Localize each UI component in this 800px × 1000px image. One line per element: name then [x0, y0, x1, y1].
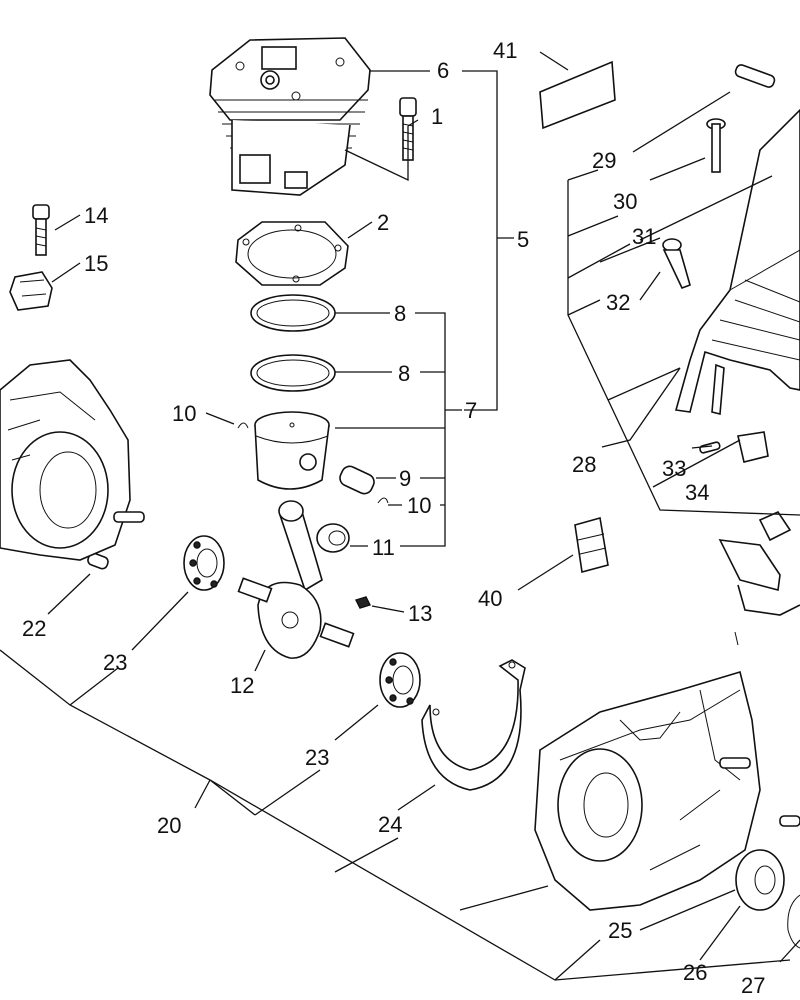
part-grommet-31: [662, 238, 691, 290]
callout-22: 22: [22, 616, 46, 641]
part-cylinder-cover: [674, 108, 800, 416]
callout-33: 33: [662, 456, 686, 481]
part-cylinder: [209, 37, 371, 196]
callout-14: 14: [84, 203, 108, 228]
part-nut-34: [737, 431, 769, 463]
callout-6: 6: [437, 58, 449, 83]
part-crankcase-left: [0, 359, 145, 561]
part-dowel-pin: [87, 552, 109, 570]
part-seal: [735, 849, 785, 911]
part-gasket: [235, 221, 349, 286]
callout-10a: 10: [172, 401, 196, 426]
callout-40: 40: [478, 586, 502, 611]
callout-2: 2: [377, 210, 389, 235]
part-piston: [254, 411, 330, 490]
part-crankcase-gasket: [421, 659, 526, 791]
callout-10b: 10: [407, 493, 431, 518]
part-piston-rings: [250, 294, 336, 392]
callout-12: 12: [230, 673, 254, 698]
leader-lines: [0, 51, 800, 981]
callout-9: 9: [399, 466, 411, 491]
callout-8b: 8: [398, 361, 410, 386]
callout-7: 7: [465, 398, 477, 423]
part-small-items: [237, 422, 389, 553]
part-bearing-upper: [183, 535, 225, 591]
callout-11: 11: [372, 535, 395, 560]
callout-41: 41: [493, 38, 517, 63]
callout-8a: 8: [394, 301, 406, 326]
part-pin-33: [699, 441, 721, 454]
part-pin-29: [734, 64, 776, 88]
callout-1: 1: [431, 104, 443, 129]
callout-25: 25: [608, 918, 632, 943]
callout-labels: 1 2 5 6 7 8 8 9 10 10 11 12 13 14 15 20 …: [22, 38, 765, 998]
callout-34: 34: [685, 480, 709, 505]
part-label-plate: [539, 60, 616, 130]
part-crankshaft: [237, 500, 355, 659]
callout-15: 15: [84, 251, 108, 276]
part-brackets-right: [718, 510, 800, 646]
part-clamp-15: [9, 271, 53, 311]
callout-32: 32: [606, 290, 630, 315]
callout-5: 5: [517, 227, 529, 252]
callout-28: 28: [572, 452, 596, 477]
callout-31: 31: [632, 224, 656, 249]
part-key: [355, 596, 371, 609]
part-crankcase-right: [534, 670, 800, 911]
part-bolt-14: [32, 204, 50, 256]
part-damper: [574, 516, 609, 574]
part-bearing-lower: [379, 652, 421, 708]
callout-23a: 23: [103, 650, 127, 675]
callout-30: 30: [613, 189, 637, 214]
callout-29: 29: [592, 148, 616, 173]
callout-20: 20: [157, 813, 181, 838]
part-bolt-30: [706, 118, 726, 173]
part-circlip: [787, 894, 800, 949]
callout-26: 26: [683, 960, 707, 985]
callout-27: 27: [741, 973, 765, 998]
callout-24: 24: [378, 812, 402, 837]
callout-23b: 23: [305, 745, 329, 770]
callout-13: 13: [408, 601, 432, 626]
